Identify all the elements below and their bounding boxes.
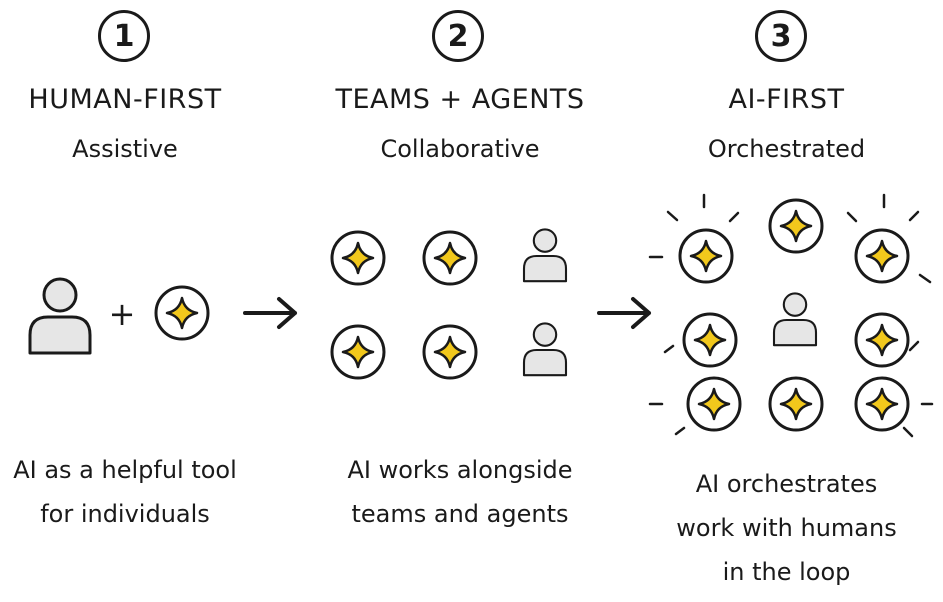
ai-sparkle-icon xyxy=(330,324,386,380)
arrow-right-icon xyxy=(245,299,295,327)
stage-3-icons xyxy=(648,193,934,438)
description-line: AI as a helpful tool xyxy=(13,456,237,484)
ai-sparkle-icon xyxy=(154,285,210,341)
arrow-right-icon xyxy=(599,299,649,327)
stage-2-icons xyxy=(330,228,568,380)
ai-sparkle-icon xyxy=(678,228,734,284)
ai-sparkle-icon xyxy=(422,230,478,286)
person-icon xyxy=(28,277,92,355)
stage-2: 2 TEAMS + AGENTS Collaborative AI works … xyxy=(300,0,620,602)
stage-subtitle-1: Assistive xyxy=(72,135,178,163)
stage-title-3: AI-FIRST xyxy=(728,84,845,115)
ai-sparkle-icon xyxy=(768,376,824,432)
ai-sparkle-icon xyxy=(854,376,910,432)
ai-sparkle-icon xyxy=(682,312,738,368)
ai-sparkle-icon xyxy=(330,230,386,286)
svg-text:+: + xyxy=(109,295,136,333)
ai-sparkle-icon xyxy=(686,376,742,432)
description-line: AI works alongside xyxy=(347,456,573,484)
stage-title-1: HUMAN-FIRST xyxy=(28,84,222,115)
ai-sparkle-icon xyxy=(768,198,824,254)
description-line: AI orchestrates xyxy=(695,470,878,498)
person-icon xyxy=(772,292,818,347)
stage-1-icons: + xyxy=(28,277,210,355)
description-line: teams and agents xyxy=(351,500,569,528)
description-line: for individuals xyxy=(40,500,210,528)
stage-description-3: AI orchestrates work with humans in the … xyxy=(630,462,943,594)
stage-number-2: 2 xyxy=(432,10,484,62)
description-line: work with humans xyxy=(676,514,897,542)
person-icon xyxy=(522,322,568,377)
stage-description-1: AI as a helpful tool for individuals xyxy=(0,448,250,536)
stage-3: 3 AI-FIRST Orchestrated AI orchestrates … xyxy=(630,0,943,602)
stage-number-3: 3 xyxy=(755,10,807,62)
plus-sign: + xyxy=(109,295,136,333)
stage-subtitle-2: Collaborative xyxy=(380,135,540,163)
ai-sparkle-icon xyxy=(854,312,910,368)
stage-title-2: TEAMS + AGENTS xyxy=(335,84,585,115)
ai-sparkle-icon xyxy=(854,228,910,284)
glow-marks xyxy=(648,193,934,438)
description-line: in the loop xyxy=(722,558,851,586)
person-icon xyxy=(522,228,568,283)
stage-description-2: AI works alongside teams and agents xyxy=(300,448,620,536)
stage-1: 1 HUMAN-FIRST Assistive AI as a helpful … xyxy=(0,0,250,602)
ai-sparkle-icon xyxy=(422,324,478,380)
stage-subtitle-3: Orchestrated xyxy=(707,135,866,163)
stage-number-1: 1 xyxy=(98,10,150,62)
